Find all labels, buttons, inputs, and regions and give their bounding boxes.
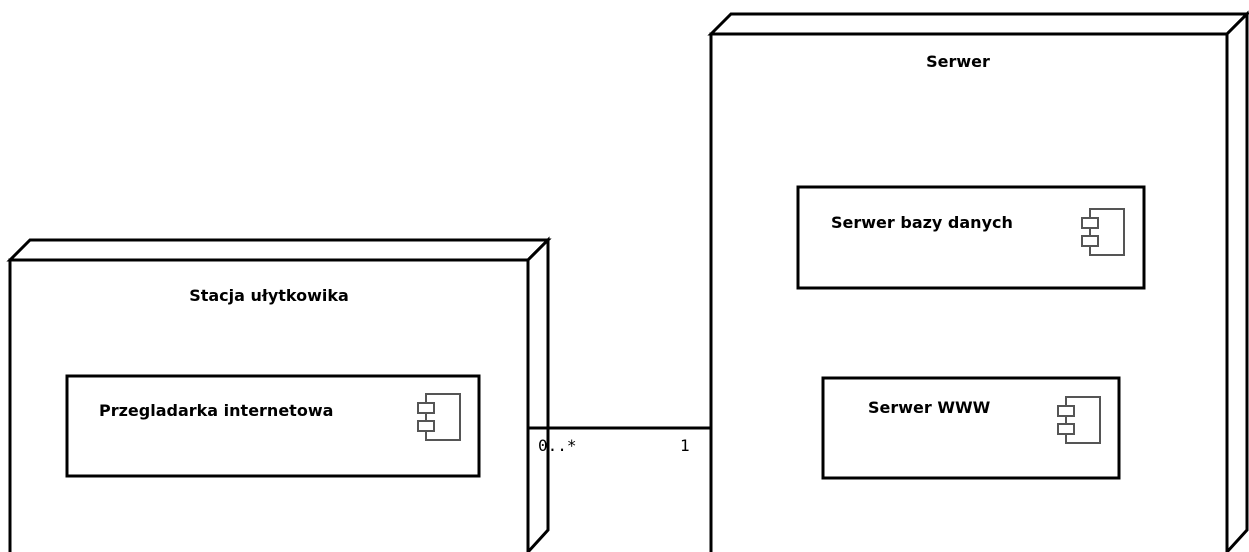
component-www-server-label: Serwer WWW (868, 398, 991, 417)
association[interactable]: 0..* 1 (528, 426, 711, 455)
client-node-title: Stacja ułytkowika (189, 286, 349, 305)
component-database-server-label: Serwer bazy danych (831, 213, 1013, 232)
component-www-server[interactable]: Serwer WWW (821, 376, 1121, 480)
server-node-side (1225, 10, 1249, 552)
client-node[interactable]: Stacja ułytkowika Przegladarka interneto… (6, 236, 552, 552)
component-browser-box (65, 374, 481, 478)
client-node-side (526, 236, 550, 552)
client-node-top (6, 238, 552, 262)
component-icon (417, 393, 461, 441)
component-icon (1081, 208, 1125, 256)
component-database-server[interactable]: Serwer bazy danych (796, 185, 1146, 290)
server-node-title: Serwer (926, 52, 990, 71)
component-icon (1057, 396, 1101, 444)
component-browser-label: Przegladarka internetowa (99, 401, 333, 420)
server-multiplicity: 1 (680, 436, 690, 455)
server-node-top (707, 12, 1249, 36)
client-multiplicity: 0..* (538, 436, 577, 455)
server-node[interactable]: Serwer Serwer bazy danych Serwer WWW (707, 10, 1249, 552)
component-browser[interactable]: Przegladarka internetowa (65, 374, 481, 478)
